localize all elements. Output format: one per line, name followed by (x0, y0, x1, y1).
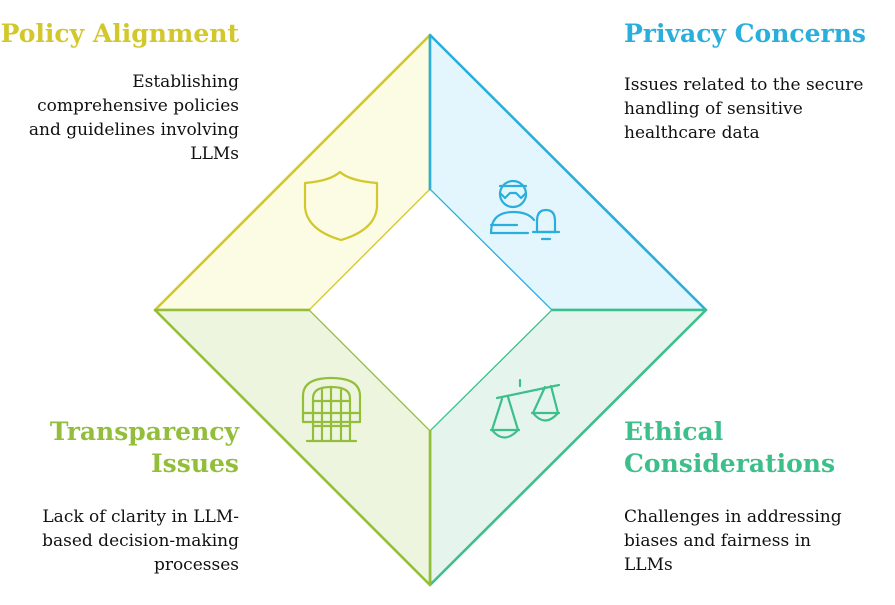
transparency-title-line: Transparency (49, 417, 239, 446)
center-diamond (310, 190, 551, 430)
transparency-title-line: Issues (150, 449, 239, 478)
shield-icon (303, 170, 379, 242)
ethical-desc-line: Challenges in addressing (624, 507, 842, 527)
ethical-title: Ethical Considerations (624, 416, 835, 480)
privacy-desc-line: handling of sensitive (624, 99, 803, 119)
policy-desc-line: LLMs (190, 144, 239, 164)
user-bell-icon (489, 179, 561, 241)
policy-desc-line: comprehensive policies (37, 96, 239, 116)
privacy-title: Privacy Concerns (624, 19, 866, 48)
policy-description: Establishing comprehensive policies and … (29, 70, 239, 166)
transparency-desc-line: processes (153, 555, 239, 575)
ethical-desc-line: biases and fairness in (624, 531, 811, 551)
policy-title: Policy Alignment (0, 19, 239, 48)
transparency-description: Lack of clarity in LLM- based decision-m… (42, 505, 239, 577)
ethical-description: Challenges in addressing biases and fair… (624, 505, 842, 577)
ethical-title-line: Ethical (624, 417, 724, 446)
privacy-desc-line: Issues related to the secure (624, 75, 864, 95)
privacy-description: Issues related to the secure handling of… (624, 73, 863, 145)
transparency-desc-line: Lack of clarity in LLM- (42, 507, 239, 527)
policy-desc-line: and guidelines involving (28, 120, 239, 140)
policy-desc-line: Establishing (132, 72, 239, 92)
transparency-title: Transparency Issues (50, 416, 239, 480)
privacy-desc-line: healthcare data (624, 123, 760, 143)
ethical-title-line: Considerations (624, 449, 836, 478)
scales-icon (489, 378, 561, 439)
ethical-desc-line: LLMs (624, 555, 673, 575)
transparency-desc-line: based decision-making (42, 531, 239, 551)
window-icon (301, 376, 362, 443)
